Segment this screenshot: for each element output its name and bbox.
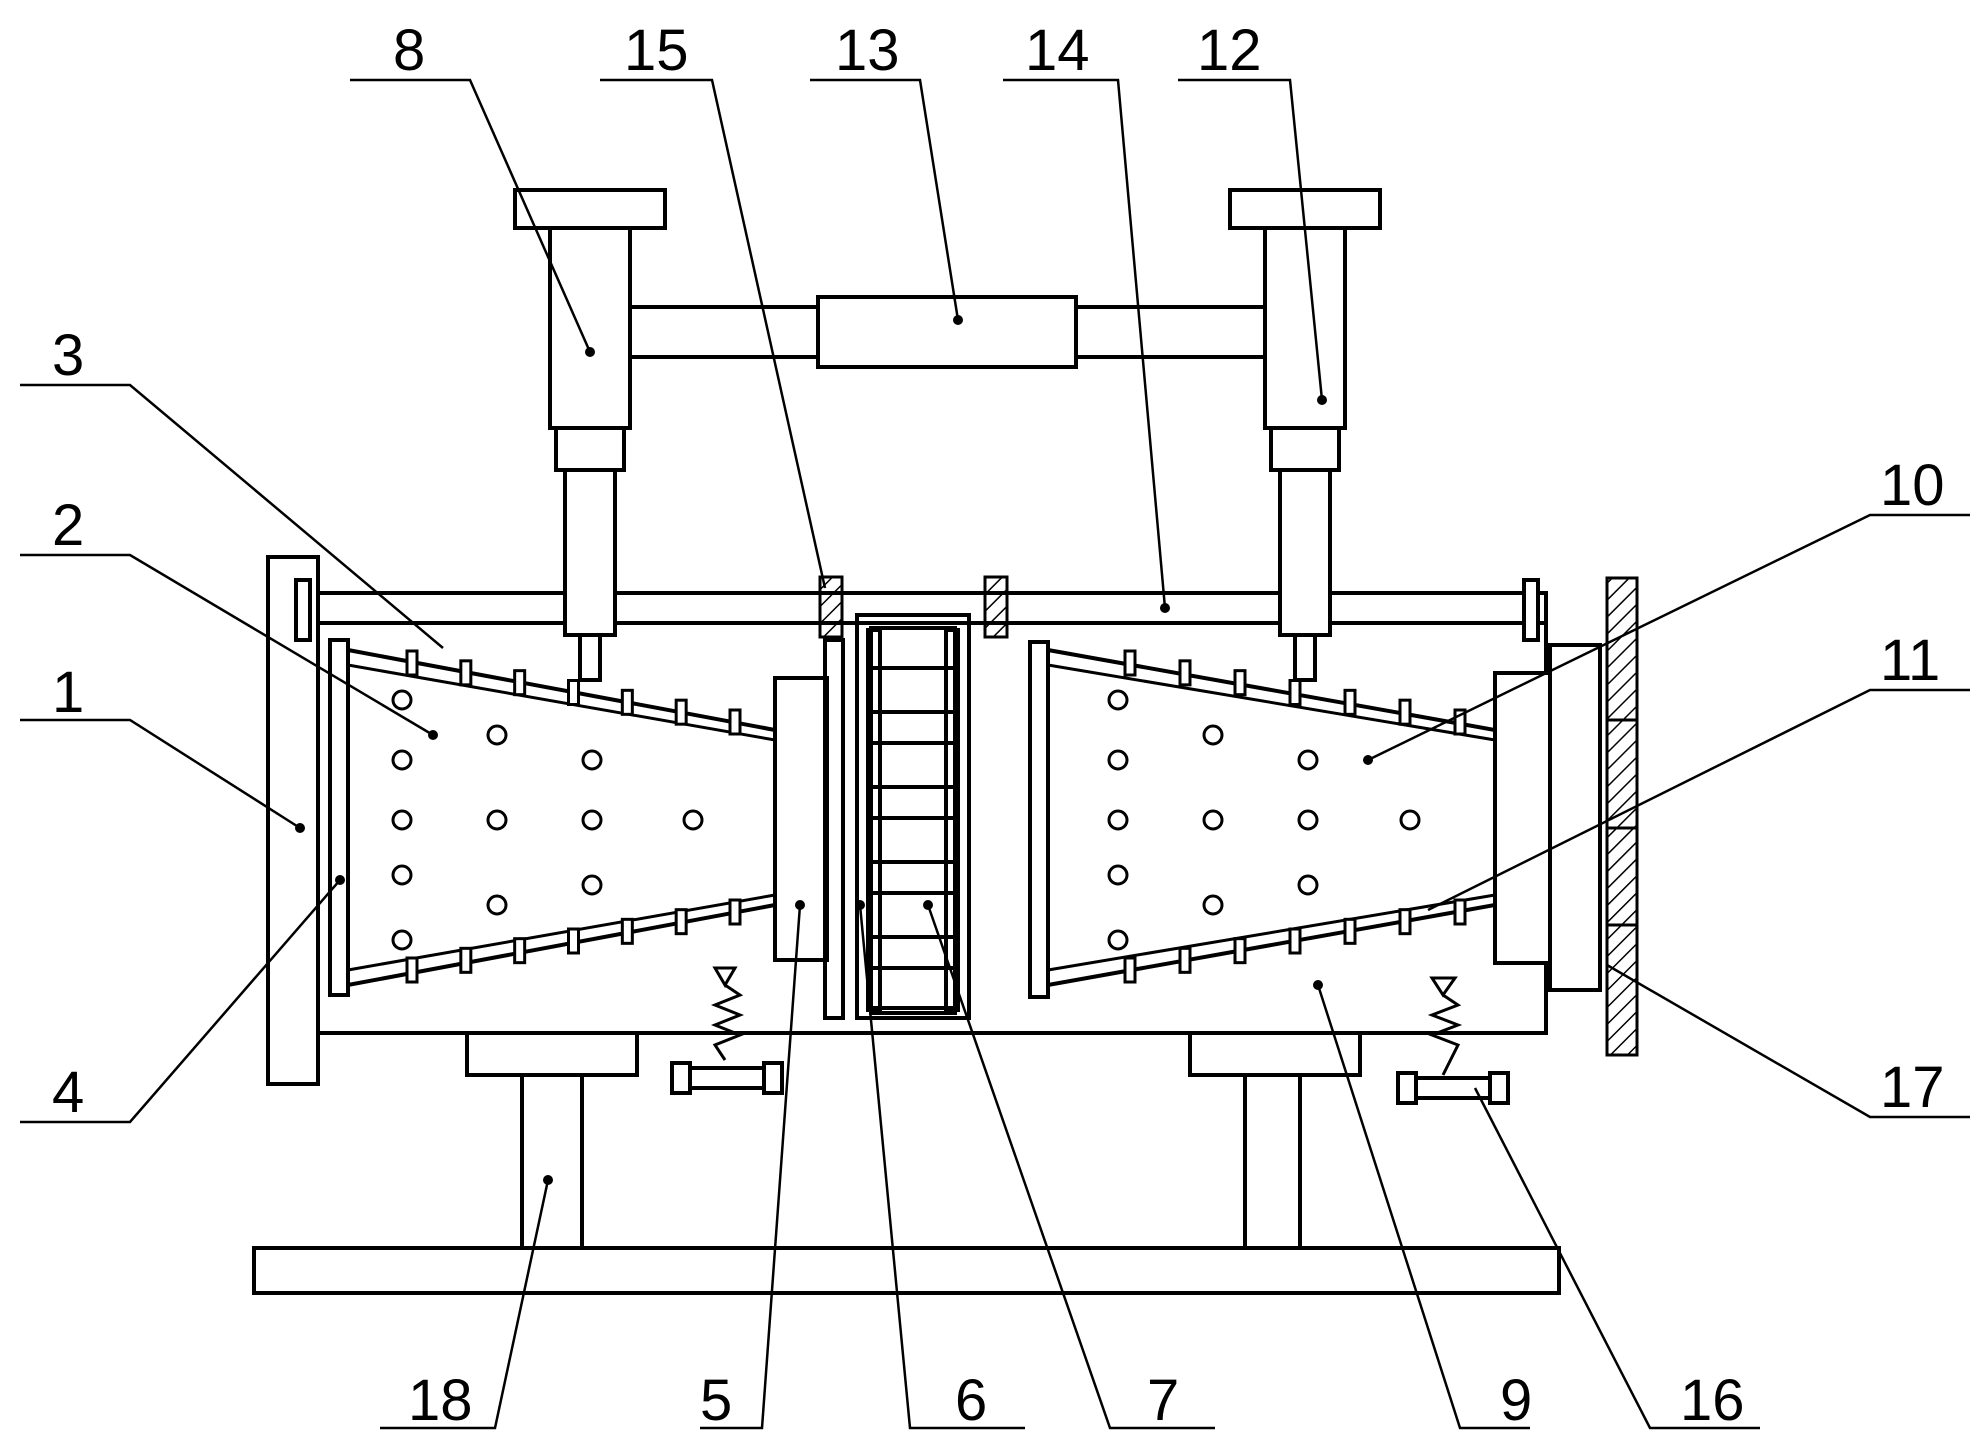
band-clip [1233,937,1247,965]
band-clip [567,679,580,706]
label-15: 15 [624,18,689,83]
perforation-hole [486,724,508,746]
band-clip [1288,679,1302,706]
perforation-hole [391,689,413,711]
label-6: 6 [955,1368,987,1433]
perforation-hole [581,874,603,896]
perforation-hole [486,894,508,916]
left-support-leg [465,1031,639,1250]
label-1: 1 [52,660,84,725]
right-support-leg [1188,1031,1362,1250]
left-screen-assembly [328,638,829,997]
label-5: 5 [700,1368,732,1433]
base-plate [252,1246,1561,1295]
band-clip [459,946,473,974]
label-14: 14 [1025,18,1090,83]
band-clip [1288,927,1302,955]
band-clip [405,956,419,984]
right-hatched-flange [1605,576,1639,1057]
band-clip [1453,708,1467,736]
band-clip [1398,908,1412,936]
perforation-hole [391,929,413,951]
band-clip [513,669,527,697]
band-clip [1343,917,1357,945]
left-cylinder [513,188,667,682]
label-3: 3 [52,323,84,388]
screen-bands [405,649,1467,984]
label-13: 13 [835,18,900,83]
perforation-hole [1107,864,1129,886]
perforation-hole [1107,689,1129,711]
band-clip [1178,659,1192,687]
label-7: 7 [1147,1368,1179,1433]
band-clip [674,698,688,726]
label-18: 18 [408,1368,473,1433]
label-10: 10 [1880,453,1945,518]
perforation-hole [1202,724,1224,746]
label-4: 4 [52,1060,84,1125]
perforation-hole [1297,749,1319,771]
band-clip [513,937,527,965]
band-clip [567,927,580,955]
perforation-hole [1202,894,1224,916]
band-clip [459,659,473,687]
left-guide-block [818,575,844,639]
perforation-hole [1297,809,1319,831]
perforation-hole [391,864,413,886]
perforation-hole [486,809,508,831]
band-clip [1453,898,1467,926]
band-clip [728,898,742,926]
top-guide-rod [294,578,1548,642]
perforation-hole [581,809,603,831]
right-spring-bolt [1396,976,1510,1105]
band-clip [1343,688,1357,716]
perforation-hole [1107,929,1129,951]
perforation-hole [391,749,413,771]
right-guide-block [983,575,1009,639]
band-clip [1178,946,1192,974]
label-9: 9 [1500,1368,1532,1433]
band-clip [674,908,688,936]
band-clip [1233,669,1247,697]
left-spring-bolt [670,966,784,1095]
screen-perforations [391,689,1421,951]
label-17: 17 [1880,1055,1945,1120]
leader-dots [295,315,1373,1185]
label-12: 12 [1197,18,1262,83]
perforation-hole [581,749,603,771]
band-clip [1123,956,1137,984]
perforation-hole [1107,809,1129,831]
top-crossbar [628,295,1267,369]
band-clip [728,708,742,736]
perforation-hole [1202,809,1224,831]
band-clip [1123,649,1137,677]
central-housing [823,613,971,1020]
label-8: 8 [393,18,425,83]
leader-lines [20,78,1970,1430]
band-clip [1398,698,1412,726]
label-16: 16 [1680,1368,1745,1433]
band-clip [405,649,419,677]
perforation-hole [682,809,704,831]
band-clip [620,688,634,716]
perforation-hole [1297,874,1319,896]
perforation-hole [1399,809,1421,831]
label-11: 11 [1880,628,1940,693]
perforation-hole [391,809,413,831]
label-2: 2 [52,493,84,558]
band-clip [620,917,634,945]
perforation-hole [1107,749,1129,771]
right-screen-assembly [1028,640,1602,999]
